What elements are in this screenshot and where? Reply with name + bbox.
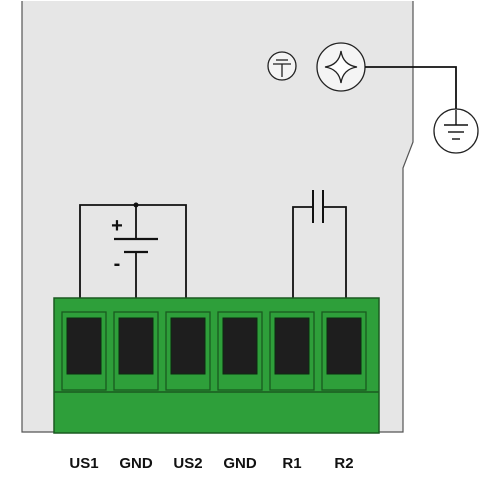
relay-wire-r2 <box>323 206 347 318</box>
terminal-label: GND <box>223 455 257 472</box>
terminal-label: R1 <box>282 455 301 472</box>
earth-wire <box>365 66 457 110</box>
functional-earth-icon <box>267 51 297 81</box>
terminal-slot[interactable] <box>118 317 154 375</box>
terminal-slot[interactable] <box>170 317 206 375</box>
capacitor-icon <box>312 190 324 223</box>
terminal-block <box>53 297 380 434</box>
terminal-label: US2 <box>173 455 202 472</box>
relay-wire-r1 <box>292 206 313 318</box>
terminal-label: GND <box>119 455 153 472</box>
supply-wire-us1 <box>79 204 187 318</box>
screw-icon <box>316 42 366 92</box>
terminal-slot[interactable] <box>274 317 310 375</box>
terminal-label: US1 <box>69 455 98 472</box>
earth-ground-icon <box>433 108 479 154</box>
battery-plus-label: + <box>111 215 123 237</box>
terminal-slot[interactable] <box>222 317 258 375</box>
terminal-slot[interactable] <box>66 317 102 375</box>
terminal-slot[interactable] <box>326 317 362 375</box>
battery-minus-label: - <box>114 253 121 275</box>
terminal-label: R2 <box>334 455 353 472</box>
